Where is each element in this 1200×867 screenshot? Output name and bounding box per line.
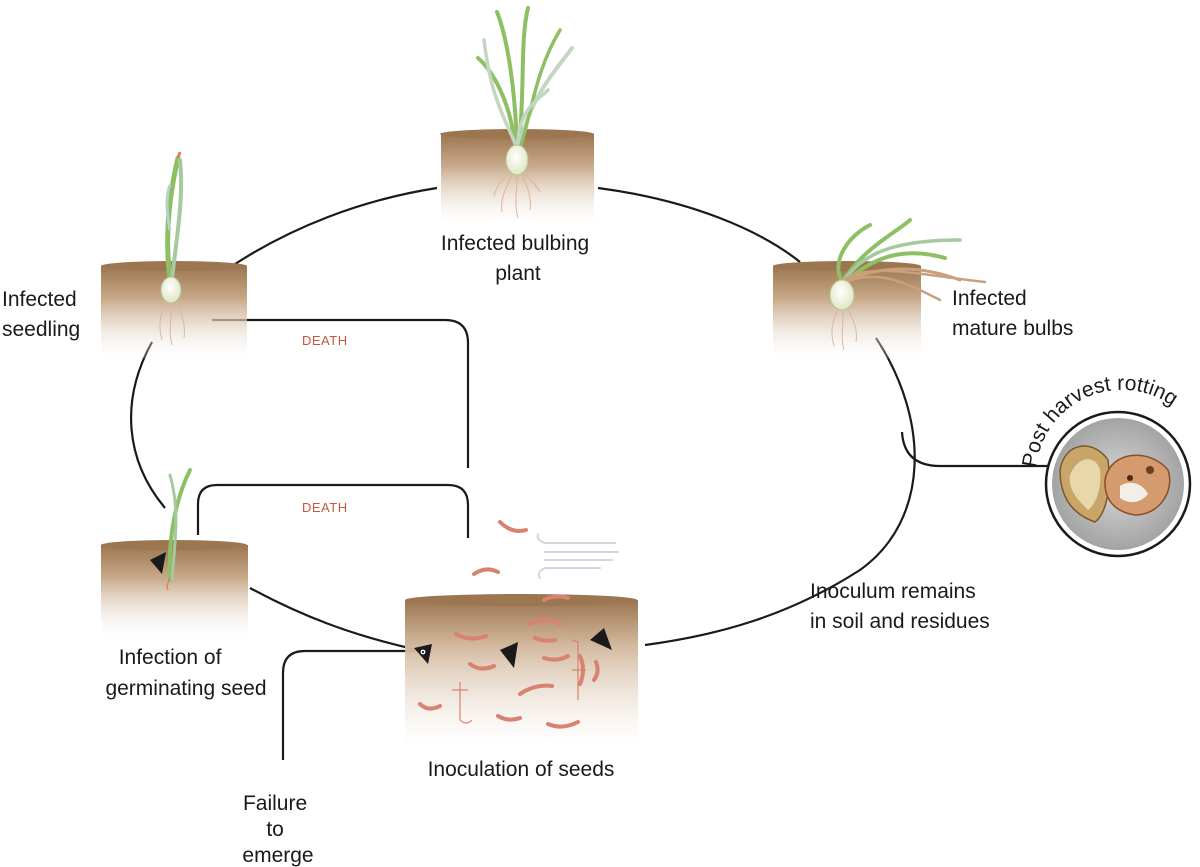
inoculated-soil-icon <box>405 520 638 748</box>
label-infected-seedling: Infected seedling <box>2 288 83 341</box>
path-seedling-down <box>129 341 166 509</box>
label-infected-bulbing-plant: Infected bulbing plant <box>441 232 595 285</box>
label-infected-mature-bulbs: Infected mature bulbs <box>952 287 1073 340</box>
path-seedling-to-bulbing <box>231 186 438 267</box>
arrow-to-mature <box>700 202 723 219</box>
label-infection-germinating-seed: Infection of germinating seed <box>105 646 266 700</box>
path-bulbing-to-mature <box>597 186 801 263</box>
label-inoculation-of-seeds: Inoculation of seeds <box>428 758 615 781</box>
label-death-lower: DEATH <box>302 500 348 515</box>
path-failure-to-emerge <box>281 649 418 760</box>
rotting-onion-photo-icon <box>1044 410 1192 558</box>
path-death-lower <box>196 483 470 538</box>
label-failure-to-emerge: Failure to emerge <box>242 792 313 867</box>
label-inoculum-remains: Inoculum remains in soil and residues <box>810 580 990 633</box>
cycle-paths <box>129 186 1048 760</box>
path-germinating-to-inoculation <box>249 587 419 652</box>
germinating-seed-icon <box>101 468 248 637</box>
path-death-upper <box>212 318 470 468</box>
seedling-icon <box>101 151 247 358</box>
path-post-harvest <box>900 431 1048 468</box>
wind-icon <box>536 533 619 579</box>
mature-bulb-icon <box>773 218 987 358</box>
bulbing-plant-icon <box>440 6 594 224</box>
path-mature-to-inoculum <box>644 337 916 647</box>
arrow-inoculum-up <box>844 522 865 545</box>
label-death-upper: DEATH <box>302 333 348 348</box>
